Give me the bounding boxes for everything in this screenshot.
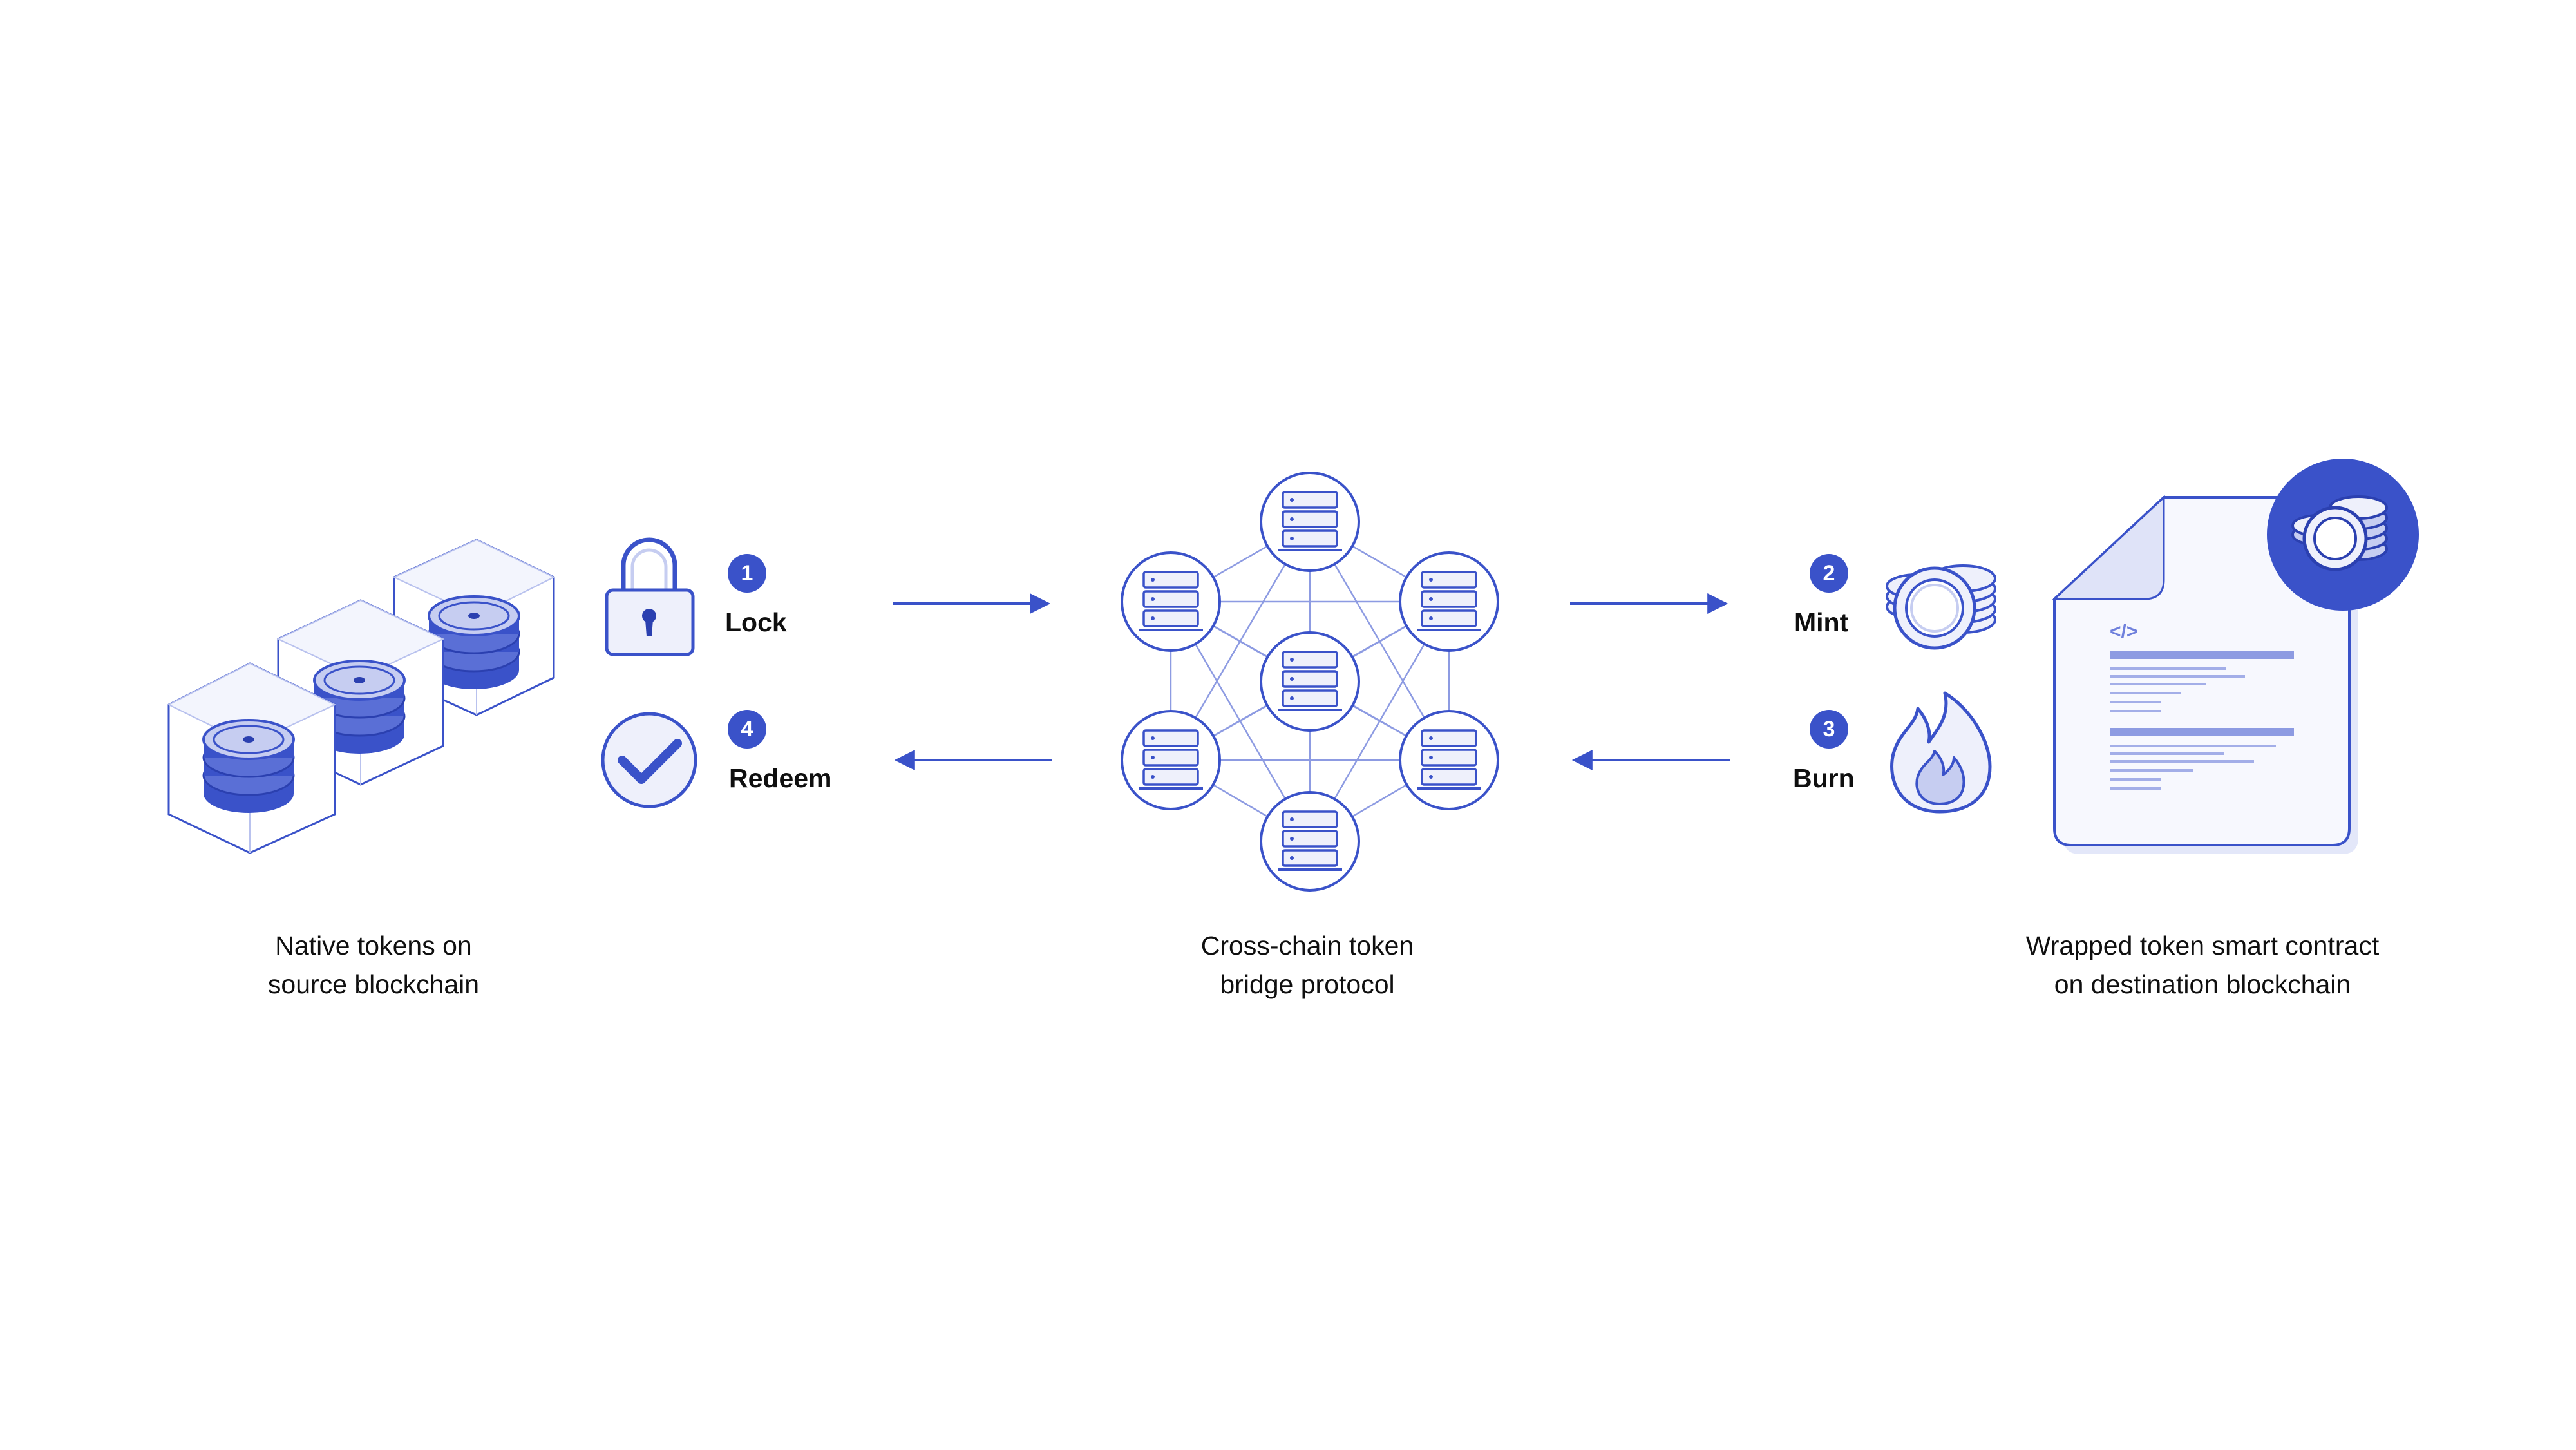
server-node-upper-left	[1121, 551, 1221, 652]
padlock-icon	[605, 537, 695, 656]
server-node-center	[1260, 631, 1360, 732]
destination-contract-caption: Wrapped token smart contract on destinat…	[1971, 926, 2434, 1004]
wrapped-token-badge-icon	[2267, 459, 2419, 611]
source-caption-line-2: source blockchain	[267, 969, 480, 999]
destination-caption-line-2: on destination blockchain	[2054, 969, 2351, 999]
step-2-label: Mint	[1794, 607, 1849, 637]
bridge-protocol-caption: Cross-chain token bridge protocol	[1146, 926, 1468, 1004]
source-caption-line-1: Native tokens on	[275, 931, 472, 960]
token-block-1	[167, 662, 337, 854]
coin-stack-icon	[1886, 564, 1996, 650]
checkmark-circle-icon	[601, 712, 697, 808]
code-tag-text: </>	[2110, 621, 2137, 642]
server-node-bottom	[1260, 791, 1360, 892]
step-4-badge: 4	[728, 710, 766, 749]
server-node-upper-right	[1399, 551, 1499, 652]
step-2-badge: 2	[1810, 554, 1848, 593]
step-3-label: Burn	[1793, 763, 1855, 793]
step-1-badge: 1	[728, 554, 766, 593]
source-blockchain-caption: Native tokens on source blockchain	[213, 926, 535, 1004]
bridge-caption-line-1: Cross-chain token	[1200, 931, 1414, 960]
step-3-badge: 3	[1810, 710, 1848, 749]
server-node-lower-left	[1121, 710, 1221, 810]
server-node-lower-right	[1399, 710, 1499, 810]
bridge-network-icon	[1121, 472, 1499, 892]
step-4-label: Redeem	[729, 763, 832, 793]
native-token-blocks-icon	[167, 539, 556, 854]
bridge-caption-line-2: bridge protocol	[1220, 969, 1395, 999]
smart-contract-document-icon: </>	[2052, 459, 2419, 854]
server-node-top	[1260, 472, 1360, 572]
document-text-lines	[2110, 651, 2294, 790]
flame-icon	[1890, 691, 1992, 814]
destination-caption-line-1: Wrapped token smart contract	[2025, 931, 2380, 960]
step-1-label: Lock	[725, 607, 787, 637]
